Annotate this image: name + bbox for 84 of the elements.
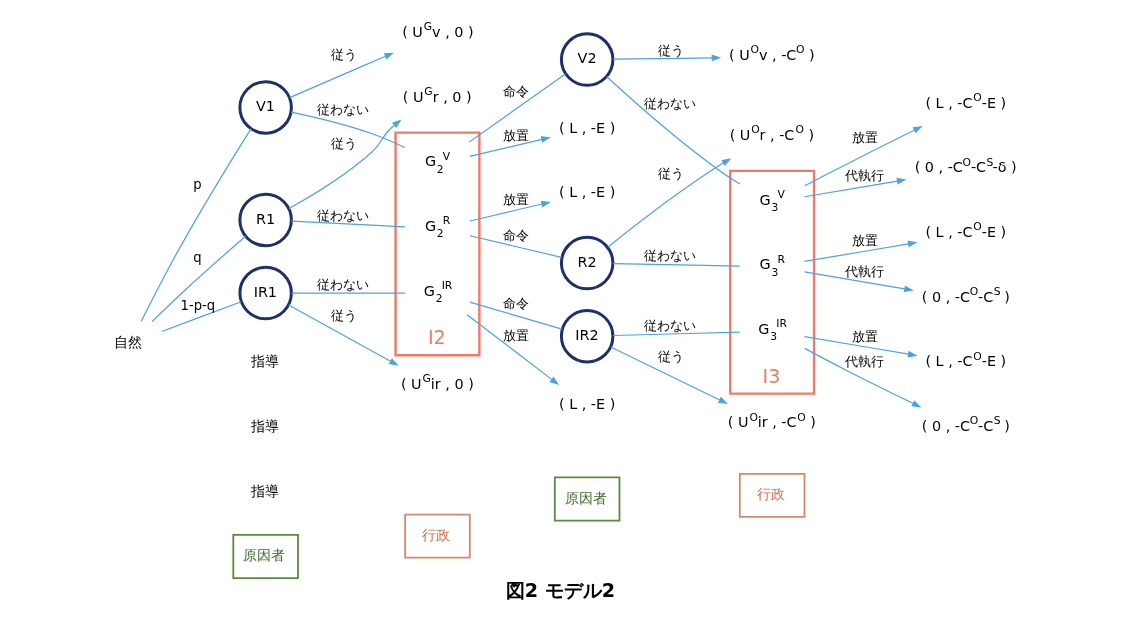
edge-label: 放置 bbox=[851, 232, 878, 248]
edge-label: 1-p-q bbox=[180, 297, 216, 313]
edge-label: 代執行 bbox=[845, 264, 885, 280]
label: 指導 bbox=[250, 417, 279, 434]
connector bbox=[612, 262, 741, 267]
node-text: ( L , -C$^{O}$-E ) bbox=[925, 91, 1007, 111]
edge-label: 従わない bbox=[317, 277, 370, 293]
connector bbox=[290, 220, 406, 228]
arrow bbox=[610, 346, 728, 404]
node-text: ( U$^{G}$ir , 0 ) bbox=[400, 372, 474, 392]
edge-label: 命令 bbox=[502, 228, 529, 244]
arrow bbox=[803, 240, 918, 263]
connector bbox=[290, 292, 406, 294]
node-text: ( U$^{O}$v , -C$^{O}$ ) bbox=[729, 43, 815, 63]
label: 指導 bbox=[250, 482, 279, 499]
node-text: ( U$^{G}$r , 0 ) bbox=[402, 85, 472, 105]
node-text: ( 0 , -C$^{O}$-C$^{S}$ ) bbox=[921, 414, 1010, 434]
edge-label: 放置 bbox=[502, 327, 529, 343]
node-text: ( U$^{O}$r , -C$^{O}$ ) bbox=[729, 123, 815, 143]
node-text: ( L , -E ) bbox=[559, 184, 616, 201]
edge-label: 従わない bbox=[317, 102, 370, 118]
edge-label: 命令 bbox=[502, 84, 529, 100]
arrow bbox=[803, 177, 907, 198]
edge-label: 従う bbox=[330, 135, 357, 151]
node-text: ( 0 , -C$^{O}$-C$^{S}$-δ ) bbox=[914, 155, 1017, 176]
arrow bbox=[803, 336, 918, 358]
arrow bbox=[803, 271, 914, 293]
node-text: ( U$^{O}$ir , -C$^{O}$ ) bbox=[727, 410, 816, 431]
edge-label: 従う bbox=[657, 42, 684, 58]
node-text: ( 0 , -C$^{O}$-C$^{S}$ ) bbox=[921, 285, 1010, 305]
edge-label: 従わない bbox=[644, 248, 697, 264]
connector bbox=[605, 75, 741, 185]
node-text: ( L , -C$^{O}$-E ) bbox=[925, 349, 1007, 370]
node-circle: V1 bbox=[238, 80, 293, 135]
edge-label: 従う bbox=[330, 308, 357, 324]
node-circle: IR1 bbox=[238, 265, 293, 321]
edge-label: 従わない bbox=[644, 317, 697, 333]
arrow bbox=[469, 136, 551, 157]
node-text: 自然 bbox=[114, 334, 143, 351]
edge-label: 従う bbox=[657, 165, 684, 181]
edge-label: p bbox=[193, 176, 202, 192]
edge-label: 放置 bbox=[502, 127, 529, 143]
connector bbox=[469, 235, 563, 258]
edge-label: 代執行 bbox=[845, 353, 885, 369]
connector bbox=[151, 235, 247, 323]
node-box: 原因者 bbox=[553, 476, 621, 522]
arrow bbox=[288, 304, 399, 366]
arrow bbox=[804, 347, 922, 408]
edge-label: 従わない bbox=[317, 207, 370, 223]
node-box: 原因者 bbox=[232, 534, 299, 579]
connector bbox=[612, 331, 741, 337]
arrow bbox=[607, 158, 732, 248]
node-box: 行政 bbox=[404, 513, 471, 559]
node-circle: V2 bbox=[559, 32, 615, 87]
caption: 図2 モデル2 bbox=[505, 578, 616, 602]
label: 指導 bbox=[250, 353, 279, 370]
edge-label: 命令 bbox=[502, 296, 529, 312]
node-circle: R2 bbox=[559, 235, 615, 291]
connector bbox=[468, 73, 566, 143]
connector bbox=[469, 301, 563, 330]
node-box: 行政 bbox=[738, 472, 806, 518]
connector bbox=[290, 111, 406, 149]
edge-label: 放置 bbox=[851, 129, 878, 145]
node-text: ( U$^{G}$v , 0 ) bbox=[402, 20, 474, 40]
node-text: ( L , -E ) bbox=[559, 396, 616, 413]
edge-label: 代執行 bbox=[845, 168, 885, 184]
node-circle: R1 bbox=[238, 192, 293, 248]
edge-label: 従う bbox=[657, 349, 684, 365]
node-text: ( L , -E ) bbox=[559, 119, 616, 136]
edge-label: 従わない bbox=[644, 96, 697, 112]
node-text: ( L , -C$^{O}$-E ) bbox=[925, 220, 1007, 240]
node-circle: IR2 bbox=[559, 308, 615, 364]
arrow bbox=[804, 126, 923, 187]
connector bbox=[140, 128, 252, 323]
edge-label: 放置 bbox=[502, 192, 529, 208]
arrow bbox=[612, 54, 722, 62]
arrow bbox=[288, 119, 402, 210]
edge-label: q bbox=[193, 249, 202, 265]
arrow bbox=[289, 52, 394, 99]
arrow bbox=[469, 200, 551, 222]
connector bbox=[161, 301, 242, 333]
edge-label: 放置 bbox=[851, 328, 878, 344]
edge-label: 従う bbox=[330, 47, 357, 63]
arrow bbox=[466, 314, 560, 386]
